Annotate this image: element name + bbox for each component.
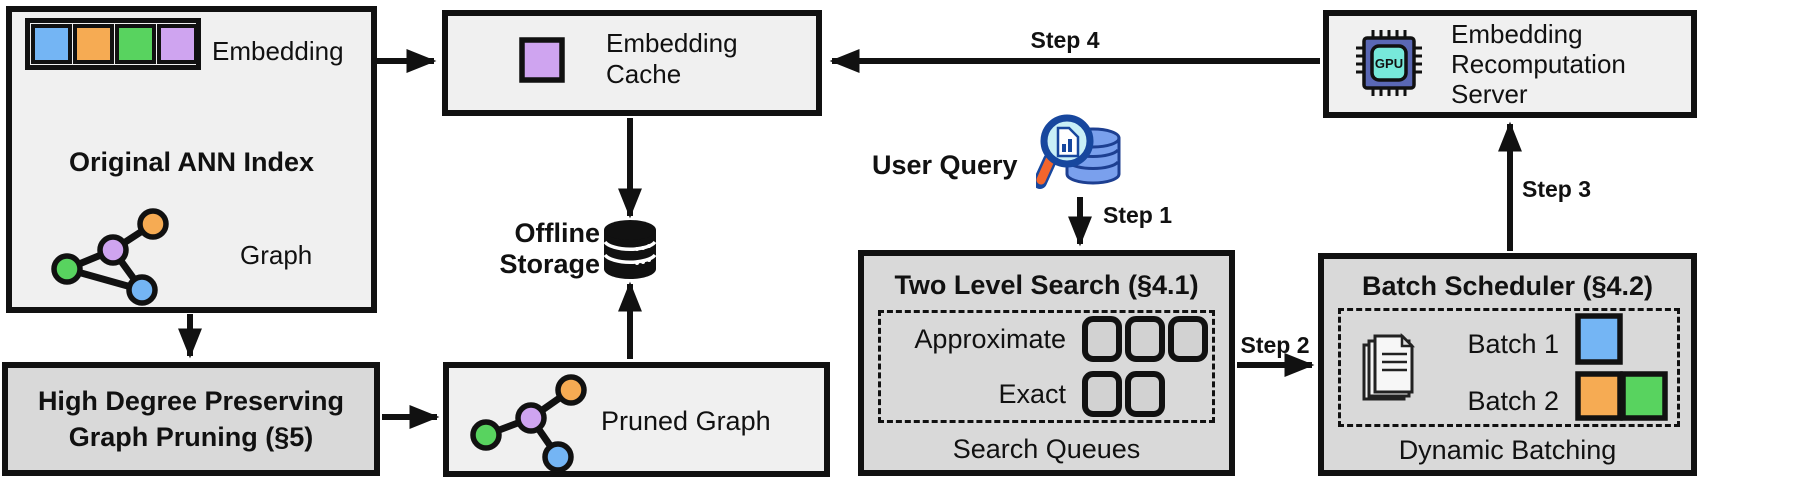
batch-scheduler-title: Batch Scheduler (§4.2) — [1361, 271, 1654, 301]
batch2-label: Batch 2 — [1467, 386, 1559, 416]
step1-label: Step 1 — [1103, 202, 1173, 228]
gpu-chip-label: GPU — [1375, 56, 1403, 71]
graph-pruning-title-line1: High Degree Preserving — [37, 386, 345, 416]
embedding-label: Embedding — [212, 36, 344, 66]
exact-queue-slot — [1125, 371, 1165, 417]
embedding-cache-label-line2: Cache — [606, 59, 682, 89]
user-query-label: User Query — [872, 150, 1018, 180]
batch2-embedding-icon — [1575, 371, 1668, 421]
approximate-queue-slot — [1168, 316, 1208, 362]
original-ann-index-box: Embedding Original ANN Index Graph — [6, 6, 377, 313]
dynamic-batching-label: Dynamic Batching — [1398, 435, 1617, 465]
two-level-search-box: Two Level Search (§4.1) Approximate Exac… — [858, 250, 1235, 476]
server-label-line2: Recomputation — [1451, 49, 1626, 79]
approximate-label: Approximate — [914, 324, 1066, 354]
approximate-queue-slot — [1082, 316, 1122, 362]
graph-icon — [51, 208, 169, 306]
query-search-icon — [1036, 114, 1121, 189]
pruned-graph-label: Pruned Graph — [601, 406, 771, 436]
step4-label: Step 4 — [1030, 27, 1100, 53]
offline-storage-label: Offline Storage — [499, 218, 600, 279]
graph-pruning-title-line2: Graph Pruning (§5) — [68, 422, 314, 452]
batch-scheduler-box: Batch Scheduler (§4.2) Batch 1 Batch 2 D… — [1318, 253, 1697, 476]
database-icon — [603, 220, 657, 279]
search-queues-label: Search Queues — [952, 434, 1141, 464]
exact-queue-slot — [1082, 371, 1122, 417]
graph-label: Graph — [240, 240, 313, 270]
server-label-line1: Embedding — [1451, 19, 1583, 49]
batch1-embedding-icon — [1575, 313, 1623, 365]
pruned-graph-box: Pruned Graph — [443, 362, 830, 477]
recomputation-server-box: GPU Embedding Recomputation Server — [1323, 10, 1697, 118]
embedding-cache-label-line1: Embedding — [606, 28, 738, 58]
step3-label: Step 3 — [1522, 176, 1592, 202]
exact-label: Exact — [998, 379, 1066, 409]
cached-embedding-icon — [519, 37, 565, 83]
gpu-chip-icon: GPU — [1356, 30, 1422, 96]
documents-icon — [1362, 332, 1416, 401]
embedding-vector-icon — [25, 18, 201, 70]
pruned-graph-icon — [470, 374, 587, 473]
batch1-label: Batch 1 — [1467, 329, 1559, 359]
approximate-queue-slot — [1125, 316, 1165, 362]
original-index-title: Original ANN Index — [68, 147, 315, 177]
embedding-cache-box: Embedding Cache — [442, 10, 822, 116]
two-level-search-title: Two Level Search (§4.1) — [894, 270, 1199, 300]
dynamic-batching-region — [1338, 308, 1680, 427]
server-label-line3: Server — [1451, 79, 1528, 109]
search-queues-region — [878, 310, 1215, 423]
graph-pruning-box: High Degree Preserving Graph Pruning (§5… — [2, 362, 380, 476]
